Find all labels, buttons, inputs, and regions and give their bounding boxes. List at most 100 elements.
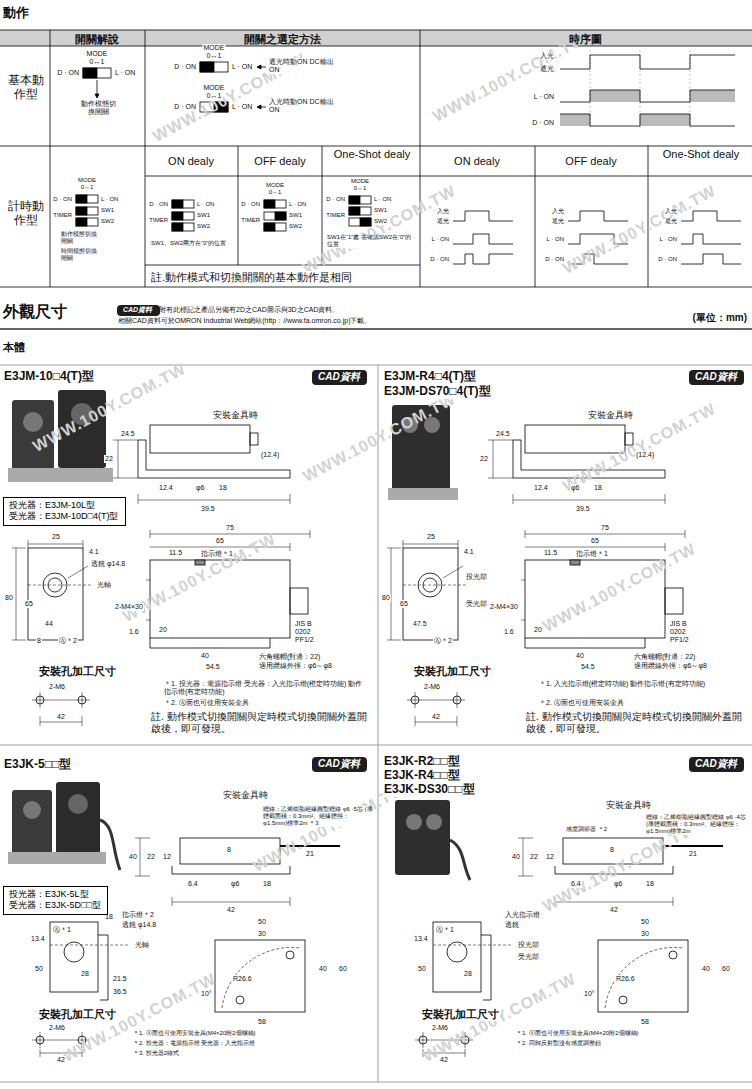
label-text: SW1、SW2兩方在“0”的位置 xyxy=(150,240,236,247)
label-text: 80 xyxy=(4,594,14,602)
drawing-part xyxy=(172,223,183,231)
drawing-part xyxy=(76,195,87,203)
label-text: 12 xyxy=(162,853,172,861)
label-text: 12 xyxy=(545,853,555,861)
label-text: 8 xyxy=(36,637,42,645)
label-text: 21 xyxy=(688,850,698,858)
label-text: E3JK-R2□□型 xyxy=(383,755,461,769)
label-text: L · ON xyxy=(114,69,136,77)
label-text: 附有此標記之產品另備有2D之CAD圖示與3D之CAD資料。 xyxy=(158,306,340,314)
label-text: L · ON xyxy=(100,196,119,203)
label-text: 安裝金具時 xyxy=(222,790,269,800)
label-text: 安裝金具時 xyxy=(212,410,259,420)
drawing-part xyxy=(0,30,752,287)
label-text: (12.4) xyxy=(260,451,280,459)
label-text: 65 xyxy=(24,600,34,608)
label-text: D · ON xyxy=(240,201,261,208)
label-text: 遮光 xyxy=(664,218,678,225)
label-text: 外觀尺寸 xyxy=(2,303,68,321)
label-text: Ⓐ＊1 xyxy=(52,926,72,934)
label-text: 2-M6 xyxy=(423,683,441,691)
label-text: 42 xyxy=(56,1056,66,1064)
label-text: 54.5 xyxy=(580,663,596,671)
label-text: 44 xyxy=(44,620,54,628)
label-text: E3JK-DS30□□型 xyxy=(383,783,476,797)
drawing-part xyxy=(8,852,106,864)
label-text: (單位：mm) xyxy=(692,312,748,324)
label-text: 75 xyxy=(600,524,610,532)
label-text: 安裝金具時 xyxy=(605,800,652,810)
label-text: 10° xyxy=(583,990,596,998)
label-text: 30 xyxy=(257,930,267,938)
drawing-part xyxy=(264,223,275,231)
drawing-part xyxy=(32,838,340,1057)
label-text: MODE xyxy=(350,178,370,185)
label-text: 65 xyxy=(399,600,409,608)
label-text: 指示燈＊1 xyxy=(200,550,234,558)
label-text: 6.4 xyxy=(187,880,199,888)
node-text: CAD資料 xyxy=(695,371,738,384)
label-text: 8 xyxy=(609,846,615,854)
label-text: One-Shot dealy xyxy=(655,148,747,161)
drawing-part xyxy=(0,30,752,46)
label-text: 58 xyxy=(257,1018,267,1026)
drawing-part xyxy=(23,801,41,819)
drawing-part xyxy=(0,328,752,330)
drawing-part xyxy=(406,814,422,830)
drawing-part xyxy=(100,820,120,870)
label-text: 42 xyxy=(609,906,619,914)
label-text: 六角螺帽(對邊：22) xyxy=(258,653,321,661)
drawing-part xyxy=(395,800,450,875)
label-text: ＊2. 回歸反射型沒有感度調整鈕 xyxy=(515,1040,602,1047)
node-text: 投光器：E3JM-10L型 xyxy=(9,500,120,511)
label-text: SW1 xyxy=(100,207,115,214)
label-text: 投光部 xyxy=(517,941,540,949)
label-text: 22 xyxy=(529,853,539,861)
label-text: 18 xyxy=(593,484,603,492)
label-text: TIMER xyxy=(325,212,346,219)
cad-badge: CAD資料 xyxy=(312,370,367,385)
label-text: 2-M6 xyxy=(431,1024,449,1032)
label-text: SW2 xyxy=(100,218,115,225)
label-text: 時序圖 xyxy=(569,33,602,46)
drawing-part xyxy=(83,68,111,78)
node-text: CAD資料 xyxy=(318,371,361,384)
label-text: L · ON xyxy=(659,236,678,243)
label-text: 25 xyxy=(426,533,436,541)
label-text: 0↔1 xyxy=(353,185,368,192)
label-text: TIMER xyxy=(52,212,73,219)
label-text: L · ON xyxy=(373,196,392,203)
node-text: CAD資料 xyxy=(123,306,154,315)
node-text: 受光器：E3JK-5D□□型 xyxy=(9,900,102,911)
drawing-part xyxy=(426,814,442,830)
label-text: D · ON xyxy=(52,196,73,203)
label-text: 2-M4×30 xyxy=(114,603,144,611)
label-text: 40 xyxy=(575,652,585,660)
drawing-part xyxy=(12,790,52,855)
label-text: TIMER xyxy=(240,217,261,224)
label-text: 相關CAD資料可於OMRON Industrial Web網站(http：//w… xyxy=(117,317,372,325)
drawing-part xyxy=(681,254,741,264)
label-text: JIS B 0202 PF1/2 xyxy=(294,620,328,644)
label-text: 47.5 xyxy=(412,620,428,628)
drawing-part xyxy=(349,196,371,204)
label-text: ＊1. 投光器：電源指示燈 受光器：入光指示燈(橙定時功能) 動作指示燈(有定時… xyxy=(163,680,370,696)
label-text: 36.5 xyxy=(112,988,128,996)
label-text: L · ON xyxy=(546,236,565,243)
sensor-photo xyxy=(8,390,470,880)
label-text: 39.5 xyxy=(575,505,591,513)
drawing-part xyxy=(690,90,735,102)
node-text: CAD資料 xyxy=(695,758,738,771)
watermark: WWW.100Y.COM.TW xyxy=(120,530,279,626)
label-text: Ⓐ＊1 xyxy=(435,926,455,934)
label-text: ＊2. 投光器：電源指示燈 受光器：入光指示燈 xyxy=(132,1040,256,1047)
drawing-part xyxy=(172,212,183,220)
cad-badge: CAD資料 xyxy=(312,757,367,772)
label-text: 開關之選定方法 xyxy=(244,33,321,46)
label-text: 動作模態切換開關 xyxy=(60,231,102,245)
drawing-part xyxy=(453,254,513,264)
drawing-part xyxy=(415,838,723,1057)
label-text: E3JM-10□4(T)型 xyxy=(3,370,95,384)
label-text: 58 xyxy=(640,1018,650,1026)
drawing-part xyxy=(349,207,371,215)
